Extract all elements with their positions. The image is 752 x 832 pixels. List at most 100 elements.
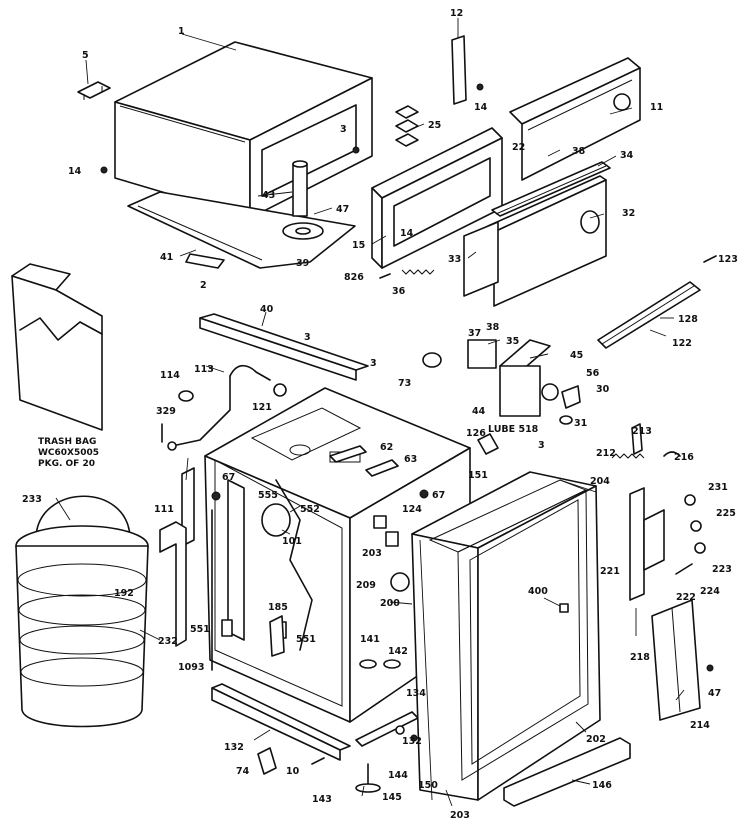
label-150: 150	[418, 780, 438, 791]
label-202: 202	[586, 734, 606, 745]
label-38: 38	[572, 146, 586, 157]
pin-224	[675, 563, 693, 575]
label-826: 826	[344, 272, 364, 283]
label-14a: 14	[474, 102, 488, 113]
rail-34	[491, 161, 611, 217]
label-216: 216	[674, 452, 694, 463]
label-39: 39	[296, 258, 309, 269]
cam-30	[561, 385, 581, 409]
part-231	[684, 494, 696, 506]
label-33: 33	[448, 254, 461, 265]
label-329: 329	[156, 406, 176, 417]
label-142: 142	[388, 646, 408, 657]
label-144: 144	[388, 770, 408, 781]
label-101: 101	[282, 536, 302, 547]
pad-141	[359, 659, 377, 669]
label-122: 122	[672, 338, 692, 349]
screw-14	[100, 166, 108, 174]
label-121: 121	[252, 402, 272, 413]
label-3d: 3	[538, 440, 545, 451]
label-224: 224	[700, 586, 720, 597]
strap-12	[451, 35, 467, 105]
motor-45	[499, 339, 551, 417]
pad-142	[383, 659, 401, 669]
label-128: 128	[678, 314, 698, 325]
switch-35	[467, 339, 497, 369]
plate-33	[463, 221, 499, 297]
bracket-126	[477, 433, 499, 455]
frame-15	[371, 127, 503, 269]
label-37: 37	[468, 328, 481, 339]
label-25: 25	[428, 120, 441, 131]
label-56: 56	[586, 368, 600, 379]
label-221: 221	[600, 566, 620, 577]
trash-bag-note: TRASH BAG WC60X5005 PKG. OF 20	[38, 437, 99, 469]
label-74: 74	[236, 766, 250, 777]
label-40: 40	[260, 304, 274, 315]
ring-39	[282, 222, 324, 240]
clip-216	[663, 451, 681, 457]
label-10: 10	[286, 766, 300, 777]
trash-note-line3: PKG. OF 20	[38, 459, 95, 469]
label-2: 2	[200, 280, 207, 291]
label-3a: 3	[340, 124, 347, 135]
label-38b: 38	[486, 322, 500, 333]
trash-note-line2: WC60X5005	[38, 448, 99, 458]
label-552: 552	[300, 504, 320, 515]
gear-56	[541, 383, 559, 401]
disc-101	[261, 503, 291, 537]
label-63: 63	[404, 454, 417, 465]
screw-14-top	[476, 83, 484, 91]
part-114	[178, 390, 194, 402]
label-124: 124	[402, 504, 422, 515]
label-36: 36	[392, 286, 406, 297]
trash-note-line1: TRASH BAG	[38, 437, 96, 447]
label-11: 11	[650, 102, 663, 113]
door-frame-inner	[428, 479, 589, 781]
part-223	[694, 542, 706, 554]
bracket-5	[77, 81, 111, 100]
hinge-221	[629, 487, 665, 601]
label-551a: 551	[190, 624, 210, 635]
label-146: 146	[592, 780, 612, 791]
clip-74	[257, 747, 277, 775]
label-15: 15	[352, 240, 365, 251]
strip-192	[159, 521, 187, 647]
kick-plate-132	[211, 683, 351, 761]
control-panel-11	[509, 57, 641, 181]
label-225: 225	[716, 508, 736, 519]
part-31	[559, 415, 573, 425]
clip-400	[559, 603, 569, 613]
label-73: 73	[398, 378, 411, 389]
label-203b: 203	[450, 810, 470, 821]
leveler-144	[355, 763, 381, 793]
trash-can	[15, 495, 149, 728]
label-31: 31	[574, 418, 587, 429]
label-213: 213	[632, 426, 652, 437]
label-132b: 132	[402, 736, 422, 747]
label-113: 113	[194, 364, 214, 375]
label-555: 555	[258, 490, 278, 501]
label-41: 41	[160, 252, 173, 263]
label-22: 22	[512, 142, 525, 153]
label-3c: 3	[370, 358, 377, 369]
label-132a: 132	[224, 742, 244, 753]
label-126: 126	[466, 428, 486, 439]
label-185: 185	[268, 602, 288, 613]
label-192: 192	[114, 588, 134, 599]
label-34: 34	[620, 150, 634, 161]
part-225	[690, 520, 702, 532]
clips-25	[395, 105, 419, 147]
label-223: 223	[712, 564, 732, 575]
label-204: 204	[590, 476, 610, 487]
screw-10	[311, 757, 325, 765]
top-cover-box	[114, 41, 373, 219]
label-232: 232	[158, 636, 178, 647]
door-edge	[419, 539, 433, 801]
part-labels: 1 5 12 14 14 14 11 3 25 22 38 34 43 47 1…	[22, 8, 738, 821]
label-145: 145	[382, 792, 402, 803]
leader-lines	[55, 18, 685, 807]
clip-203	[385, 531, 399, 547]
